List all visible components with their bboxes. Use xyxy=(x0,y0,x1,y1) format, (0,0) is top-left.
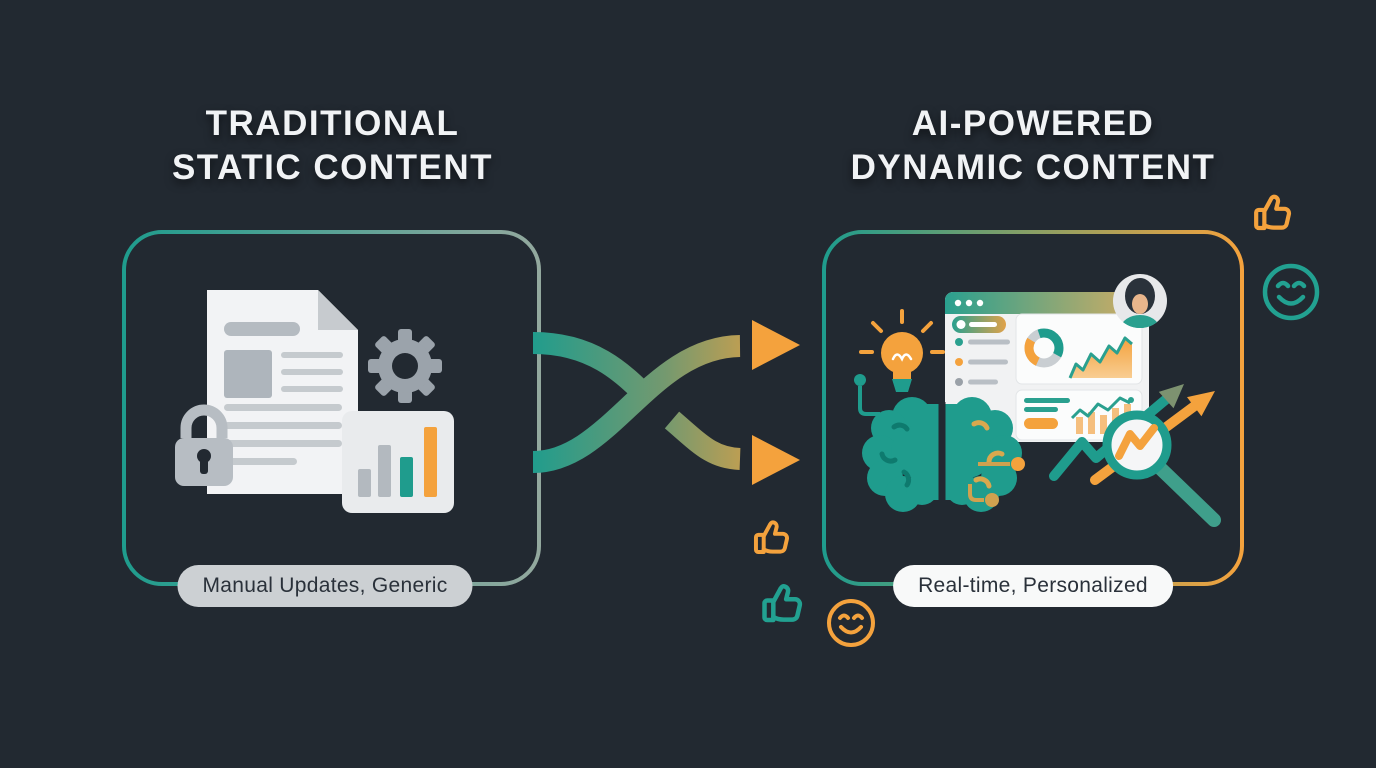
thumbs-up-icon xyxy=(762,584,803,623)
lightbulb-icon xyxy=(859,309,945,392)
left-caption-label: Manual Updates, Generic xyxy=(202,574,448,597)
left-panel-title: TRADITIONAL STATIC CONTENT xyxy=(125,102,540,190)
left-caption-pill: Manual Updates, Generic xyxy=(177,565,473,607)
right-title-line2: DYNAMIC CONTENT xyxy=(850,148,1216,187)
static-content-illustration xyxy=(175,290,454,513)
thumbs-up-icon xyxy=(753,520,790,554)
brain-icon xyxy=(862,397,1022,512)
analytics-dashboard-icon xyxy=(945,292,1149,442)
smiley-icon xyxy=(1262,263,1320,321)
right-panel-title: AI-POWERED DYNAMIC CONTENT xyxy=(823,102,1243,190)
right-caption-label: Real-time, Personalized xyxy=(918,574,1148,597)
user-avatar-icon xyxy=(1113,274,1167,328)
left-title-line2: STATIC CONTENT xyxy=(171,148,494,187)
thumbs-up-icon xyxy=(1254,194,1292,231)
right-title-line1: AI-POWERED xyxy=(911,104,1155,143)
smiley-icon xyxy=(827,599,875,647)
lock-icon xyxy=(175,404,233,486)
document-icon xyxy=(207,290,358,494)
right-caption-pill: Real-time, Personalized xyxy=(893,565,1173,607)
circuit-nodes-icon xyxy=(854,374,1025,507)
gear-icon xyxy=(368,329,442,403)
shuffle-arrows-icon xyxy=(532,320,800,485)
bar-chart-icon xyxy=(342,411,454,513)
magnifier-trend-icon xyxy=(1049,384,1221,527)
left-title-line1: TRADITIONAL xyxy=(205,104,460,143)
dynamic-content-illustration xyxy=(854,274,1221,527)
